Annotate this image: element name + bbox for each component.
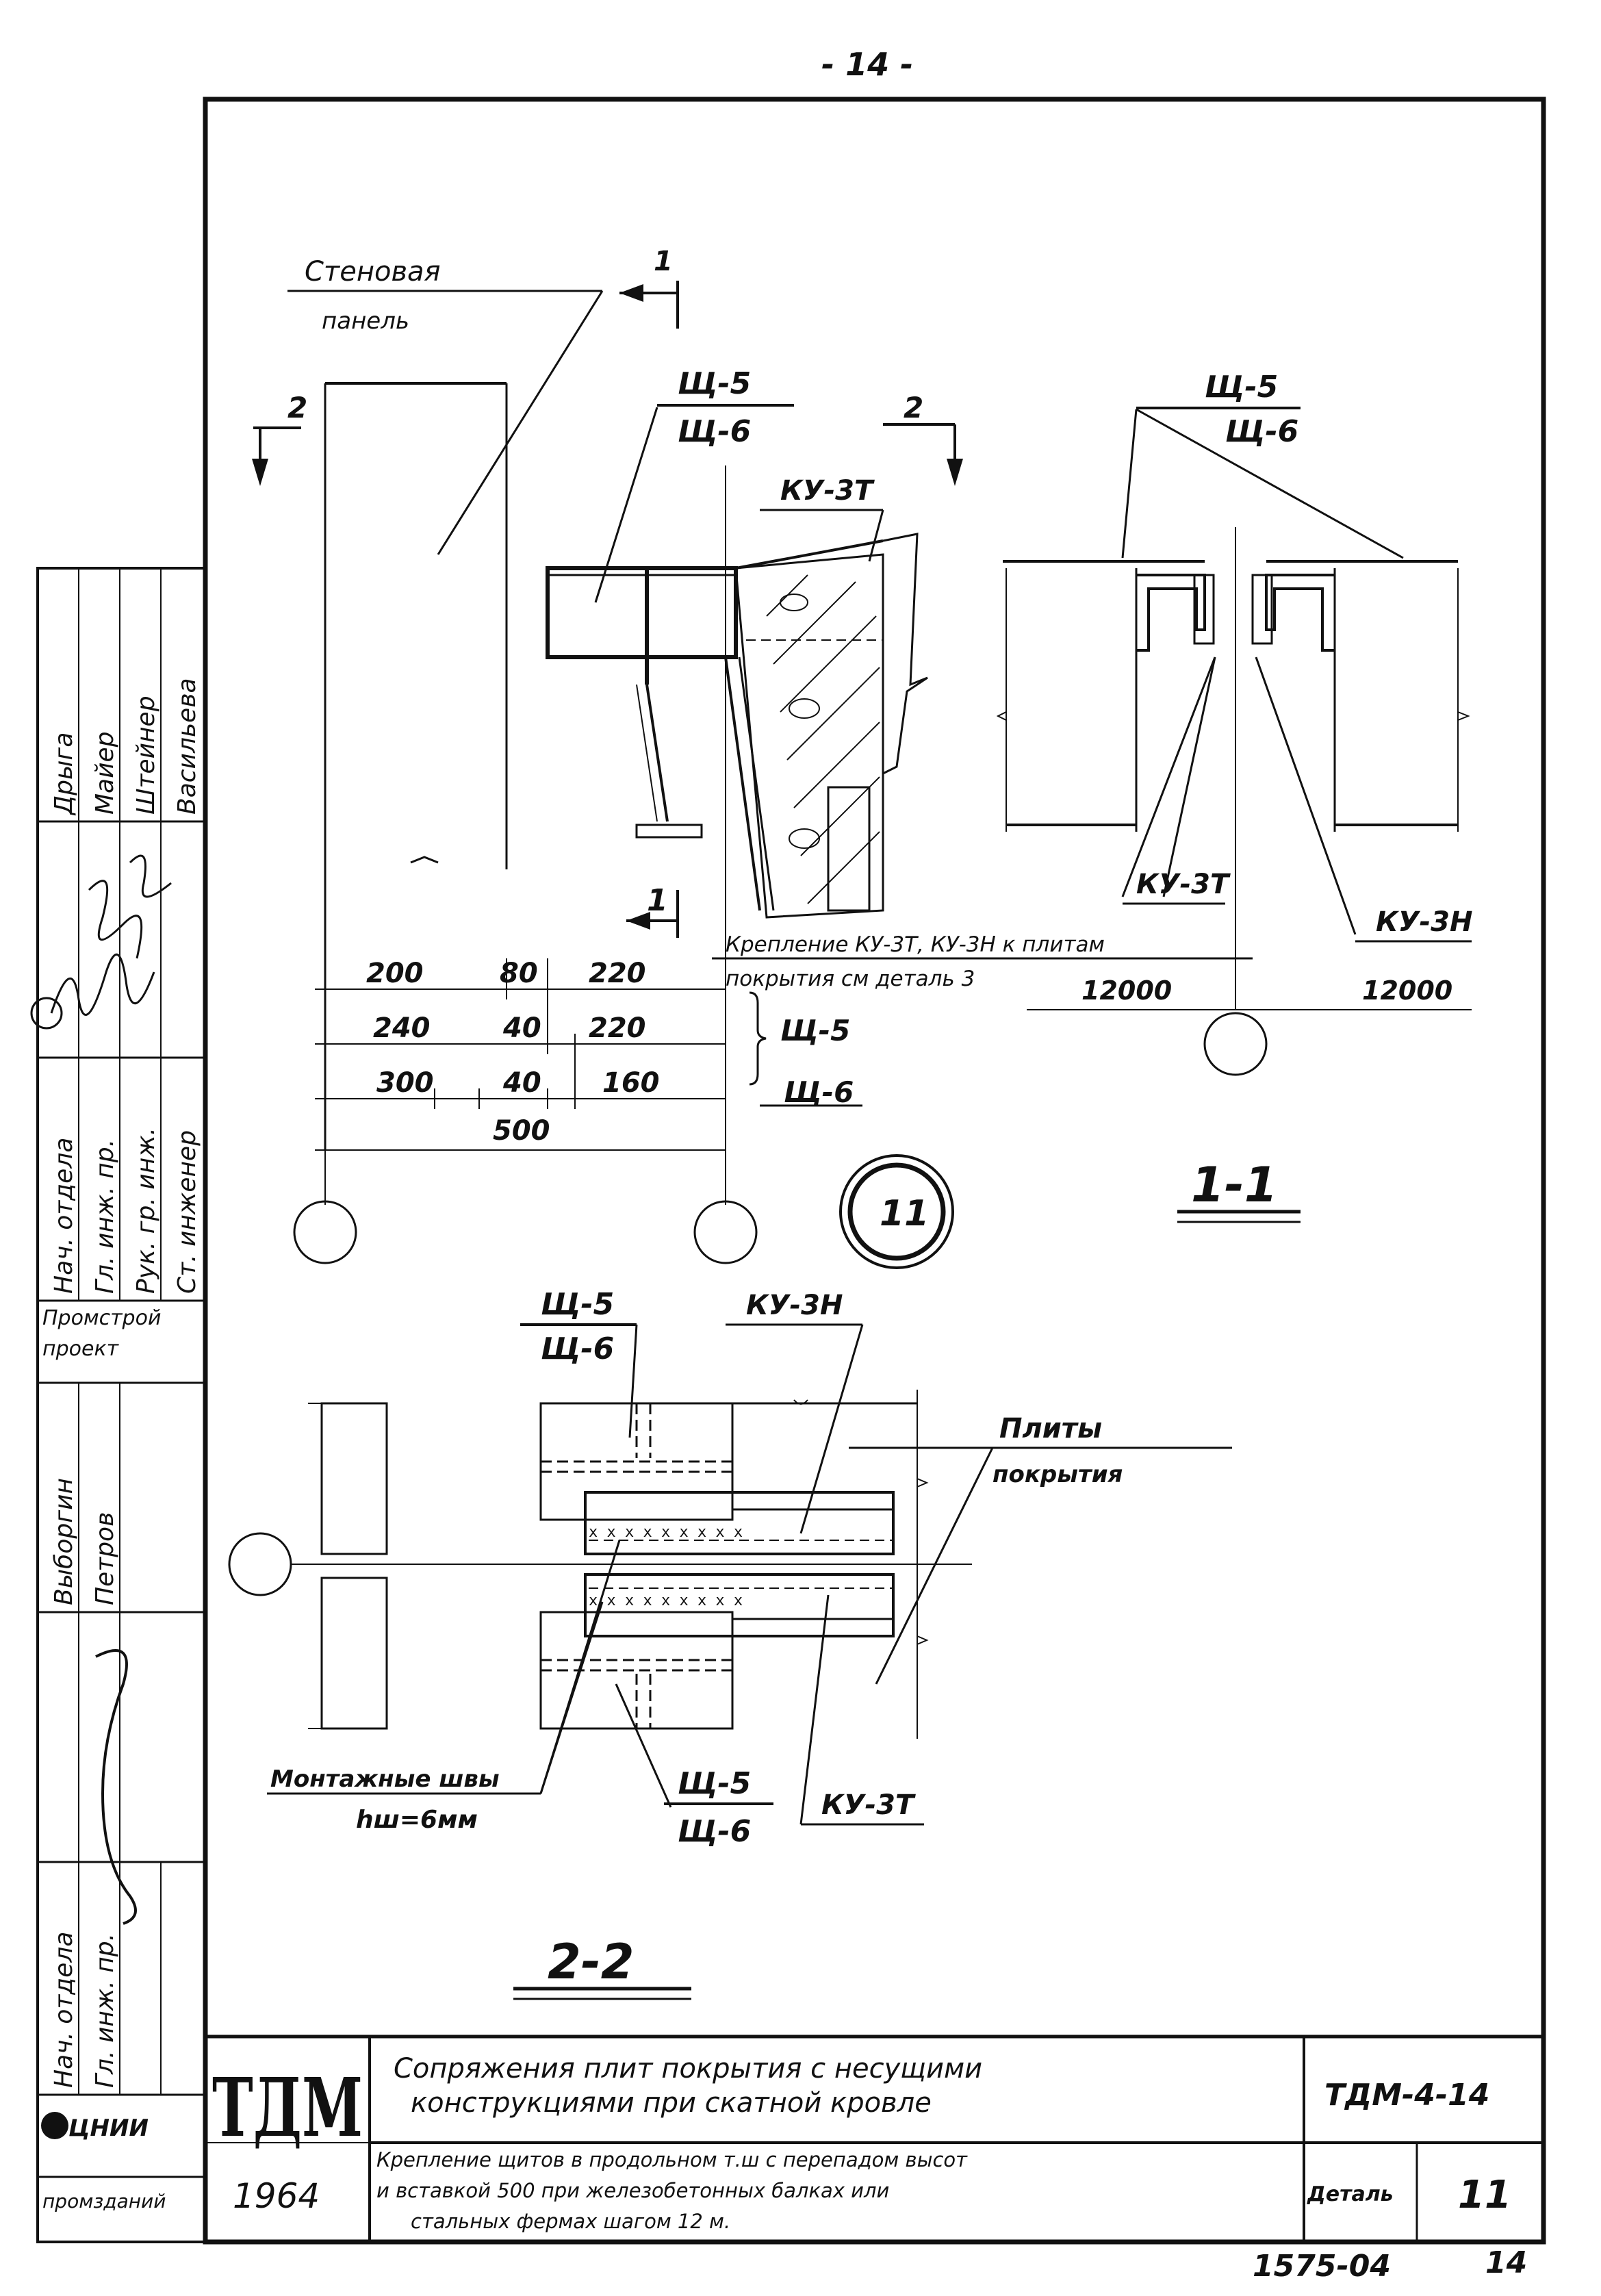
signature-scribble-4 — [95, 1649, 137, 1925]
axis-marker-left — [293, 1200, 357, 1264]
s22-ku3t: КУ-3Т — [821, 1789, 916, 1821]
title-block: ТДМ 1964 Сопряжения плит покрытия с несу… — [205, 2034, 1544, 2284]
dimension-chain: 200 80 220 240 40 220 300 40 160 500 Щ-5… — [315, 958, 862, 1151]
dim-r2-c: 220 — [589, 1012, 646, 1044]
desc-line-2: и вставкой 500 при железобетонных балках… — [376, 2179, 889, 2202]
cut-mark-2-left: 2 — [287, 391, 307, 424]
stamp-bottom-org-1: ЦНИИ — [68, 2115, 149, 2142]
s11-title: 1-1 — [1191, 1157, 1277, 1213]
page-number: - 14 - — [821, 46, 913, 83]
signature-scribble-2 — [88, 880, 143, 959]
ku3t-label-s1: КУ-3Т — [780, 475, 875, 507]
title-logo: ТДМ — [212, 2060, 363, 2155]
dim-r2-b: 40 — [502, 1012, 541, 1044]
wall-panel-label-2: панель — [322, 307, 409, 335]
signature-scribble-1 — [50, 953, 155, 1016]
s22-plates-1: Плиты — [999, 1413, 1102, 1444]
wall-panel-label: Стеновая — [305, 256, 441, 288]
dim-row3-shield: Щ-6 — [784, 1075, 854, 1109]
detail-no: 11 — [1458, 2173, 1511, 2217]
side-stamp: Нач. отдела Гл. инж. пр. Рук. гр. инж. С… — [30, 567, 207, 2243]
s22-ku3n: КУ-3Н — [746, 1290, 843, 1321]
stamp-lower-role-1: Гл. инж. пр. — [91, 1933, 119, 2088]
detail-number-inner — [847, 1162, 946, 1261]
s22-shield-top-a: Щ-5 — [541, 1287, 614, 1322]
desc-line-1: Крепление щитов в продольном т.ш с переп… — [376, 2148, 968, 2171]
stamp-org-2: проект — [42, 1337, 120, 1361]
stamp-name-2: Штейнер — [132, 696, 160, 815]
s22-shield-bot-a: Щ-5 — [678, 1766, 751, 1801]
title-line-2: конструкциями при скатной кровле — [411, 2087, 932, 2119]
axis-marker-right — [693, 1200, 758, 1264]
s11-ku3n: КУ-3Н — [1376, 906, 1472, 938]
detail-label: Деталь — [1307, 2182, 1394, 2206]
stamp-bottom-org-2: промзданий — [42, 2190, 166, 2212]
stamp-name-1: Майер — [91, 731, 119, 815]
s22-axis-marker — [228, 1532, 292, 1596]
s22-shield-bot-b: Щ-6 — [678, 1814, 751, 1849]
stamp-name-3: Васильева — [173, 678, 201, 815]
shield-label-sh5: Щ-5 — [678, 366, 751, 401]
section-1-view: Стеновая панель 1 2 2 Щ-5 Щ-6 — [252, 246, 1253, 1269]
dim-r2-a: 240 — [373, 1012, 431, 1044]
dim-total: 500 — [493, 1115, 550, 1147]
section-2-2-view: Щ-5 Щ-6 КУ-3Н Плиты покрытия x x x x x x… — [228, 1287, 1232, 2000]
dim-r1-c: 220 — [589, 958, 646, 989]
cut-mark-2-right: 2 — [904, 391, 923, 424]
s22-shield-top-b: Щ-6 — [541, 1331, 614, 1366]
s22-weld-size: hш=6мм — [356, 1806, 478, 1834]
fixing-note-line1: Крепление КУ-3Т, КУ-3Н к плитам — [726, 932, 1105, 957]
approval-dot — [41, 2112, 68, 2139]
detail-number-outer — [839, 1154, 954, 1269]
shield-label-sh6: Щ-6 — [678, 414, 751, 449]
title-line-1: Сопряжения плит покрытия с несущими — [394, 2053, 982, 2084]
s11-ku3t: КУ-3Т — [1136, 869, 1231, 900]
cut-mark-1-top: 1 — [654, 246, 673, 277]
title-year: 1964 — [233, 2176, 320, 2216]
stamp-role-0: Нач. отдела — [50, 1138, 78, 1294]
signature-scribble-3 — [129, 854, 172, 898]
stamp-role-1: Гл. инж. пр. — [91, 1139, 119, 1294]
s11-dim-right: 12000 — [1362, 975, 1452, 1006]
dim-row2-shield: Щ-5 — [780, 1014, 850, 1047]
approval-stamp-mark — [30, 997, 63, 1030]
stamp-role-3: Ст. инженер — [173, 1130, 201, 1294]
desc-line-3: стальных фермах шагом 12 м. — [411, 2210, 730, 2233]
s22-plates-2: покрытия — [992, 1461, 1123, 1488]
detail-number: 11 — [880, 1193, 929, 1234]
stamp-role-2: Рук. гр. инж. — [132, 1127, 160, 1294]
stamp-exec-2: Петров — [91, 1512, 119, 1605]
section-1-1-view: Щ-5 Щ-6 КУ-3Т КУ-3Н 1 — [996, 370, 1472, 1223]
dim-r1-a: 200 — [366, 958, 424, 989]
stamp-sheet: 14 — [1485, 2245, 1527, 2280]
s11-axis-marker — [1203, 1012, 1268, 1076]
stamp-exec-1: Выборгин — [50, 1478, 78, 1605]
s22-welds-label: Монтажные швы — [270, 1765, 500, 1793]
s11-shield-sh5: Щ-5 — [1205, 370, 1278, 405]
cut-mark-1-bottom: 1 — [647, 883, 668, 918]
s11-dim-left: 12000 — [1081, 975, 1172, 1006]
dim-r3-c: 160 — [602, 1067, 660, 1099]
fixing-note-line2: покрытия см деталь 3 — [726, 967, 975, 991]
s11-shield-sh6: Щ-6 — [1225, 414, 1298, 449]
title-code: ТДМ-4-14 — [1324, 2078, 1489, 2113]
s22-title: 2-2 — [548, 1934, 634, 1990]
stamp-name-0: Дрыга — [50, 732, 78, 816]
svg-text:x x x x x x x x x: x x x x x x x x x — [589, 1592, 743, 1609]
stamp-lower-role-0: Нач. отдела — [50, 1932, 78, 2088]
dim-r3-b: 40 — [502, 1067, 541, 1099]
dim-r1-b: 80 — [500, 958, 538, 989]
stamp-org-1: Промстрой — [42, 1306, 161, 1330]
dim-r3-a: 300 — [376, 1067, 434, 1099]
svg-text:x x x x x x x x x: x x x x x x x x x — [589, 1524, 743, 1541]
stamp-drawing-code: 1575-04 — [1253, 2249, 1391, 2284]
